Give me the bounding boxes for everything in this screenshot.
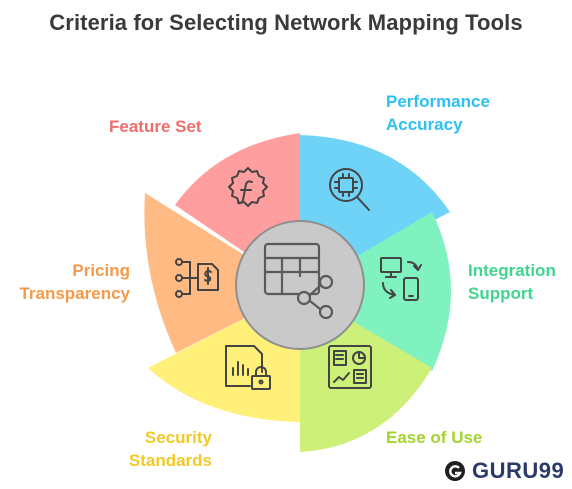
- segment-pricing-transparency: [144, 193, 300, 353]
- chip-search-icon: [329, 168, 370, 211]
- diagram-title: Criteria for Selecting Network Mapping T…: [49, 10, 523, 35]
- label-line: Security: [144, 428, 212, 447]
- dashboard-icon: [328, 345, 372, 389]
- label-line: Support: [468, 284, 534, 303]
- label-security-standards: Security Standards: [100, 426, 212, 472]
- label-line: Performance: [386, 92, 490, 111]
- label-line: Standards: [128, 451, 212, 470]
- label-line: Integration: [468, 261, 556, 280]
- label-feature-set: Feature Set: [109, 115, 202, 138]
- function-gear-icon: [228, 167, 268, 207]
- devices-sync-icon: [380, 257, 422, 301]
- label-line: Feature Set: [109, 117, 202, 136]
- label-line: Transparency: [19, 284, 130, 303]
- brand-logo: GURU99: [444, 458, 564, 484]
- label-line: Accuracy: [386, 115, 463, 134]
- segment-integration-support: [300, 212, 451, 371]
- center-hub: [235, 220, 365, 350]
- label-line: Pricing: [72, 261, 130, 280]
- label-performance-accuracy: Performance Accuracy: [386, 90, 490, 136]
- table-share-icon: [263, 242, 334, 320]
- secure-report-icon: [225, 345, 271, 390]
- brand-name: GURU99: [472, 458, 565, 483]
- label-integration-support: Integration Support: [468, 259, 556, 305]
- guru99-logo-icon: [445, 461, 465, 481]
- price-network-icon: [175, 258, 219, 298]
- label-ease-of-use: Ease of Use: [386, 426, 482, 449]
- label-line: Ease of Use: [386, 428, 483, 447]
- label-pricing-transparency: Pricing Transparency: [8, 259, 130, 305]
